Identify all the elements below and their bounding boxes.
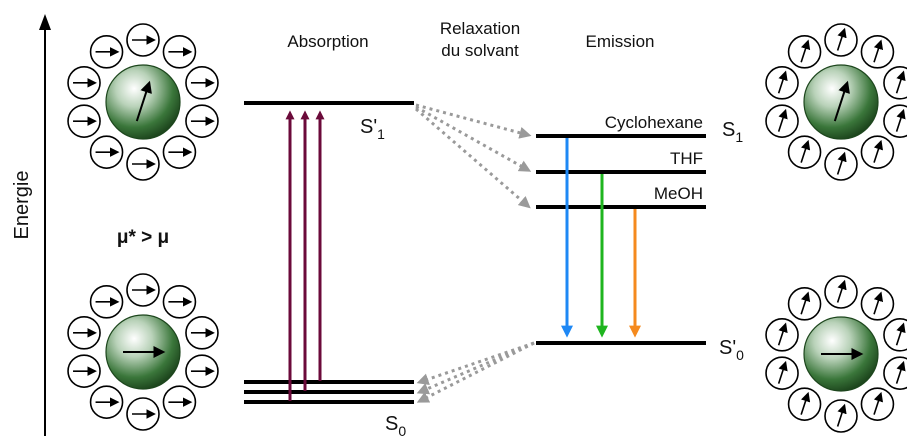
header-emission: Emission	[586, 32, 655, 51]
solvent-label-cyclohexane: Cyclohexane	[605, 113, 703, 132]
relaxation-arrow-meoh	[415, 107, 531, 209]
solvent-dipole-arrow	[895, 108, 906, 132]
solvent-dipole-arrow	[800, 39, 811, 63]
solvation-cluster-ground-relaxed	[67, 273, 219, 431]
solvent-dipole-arrow	[895, 322, 906, 346]
solvent-dipole-arrow	[895, 70, 906, 94]
solvent-molecule	[883, 318, 907, 352]
solvation-cluster-excited-frank-condon	[67, 23, 219, 181]
solvent-dipole-arrow	[800, 139, 811, 163]
relaxation-arrow-ground-3	[416, 341, 535, 403]
label-s0: S0	[385, 413, 406, 439]
dipole-relation: μ* > μ	[117, 227, 169, 248]
header-absorption: Absorption	[287, 32, 368, 51]
relaxation-arrow-ground-2	[416, 341, 535, 395]
solvent-molecule	[883, 66, 907, 100]
energy-axis-arrowhead	[39, 14, 51, 30]
solvent-dipole-arrow	[873, 39, 884, 63]
solvent-dipole-arrow	[895, 360, 906, 384]
solvation-cluster-ground-frank-condon	[765, 275, 907, 433]
label-s1: S1	[722, 119, 743, 145]
label-s1-prime: S'1	[360, 116, 385, 142]
solvent-dipole-arrow	[777, 108, 788, 132]
solvent-dipole-arrow	[873, 139, 884, 163]
solvent-dipole-arrow	[836, 279, 847, 303]
solute-dipole-arrow	[135, 80, 152, 122]
energy-axis-label: Energie	[11, 171, 33, 240]
solvent-dipole-arrow	[777, 322, 788, 346]
solvent-molecule	[883, 356, 907, 390]
solvation-cluster-excited-relaxed	[765, 23, 907, 181]
solvent-dipole-arrow	[836, 403, 847, 427]
solvent-dipole-arrow	[836, 27, 847, 51]
solvent-dipole-arrow	[873, 291, 884, 315]
relaxation-arrow-thf	[415, 105, 532, 172]
relaxation-arrow-cyclohexane	[415, 103, 532, 139]
solvent-dipole-arrow	[777, 360, 788, 384]
solvent-label-thf: THF	[670, 149, 703, 168]
solute-dipole-arrow	[833, 80, 850, 122]
label-s0-prime: S'0	[719, 337, 744, 363]
solvent-molecule	[883, 104, 907, 138]
solvent-dipole-arrow	[800, 291, 811, 315]
header-relaxation-line1: Relaxation	[440, 19, 520, 38]
solvent-dipole-arrow	[800, 391, 811, 415]
solvent-dipole-arrow	[873, 391, 884, 415]
relaxation-arrow-ground-1	[416, 341, 535, 385]
solvent-label-meoh: MeOH	[654, 184, 703, 203]
header-relaxation-line2: du solvant	[441, 41, 519, 60]
solvent-dipole-arrow	[777, 70, 788, 94]
solvent-dipole-arrow	[836, 151, 847, 175]
